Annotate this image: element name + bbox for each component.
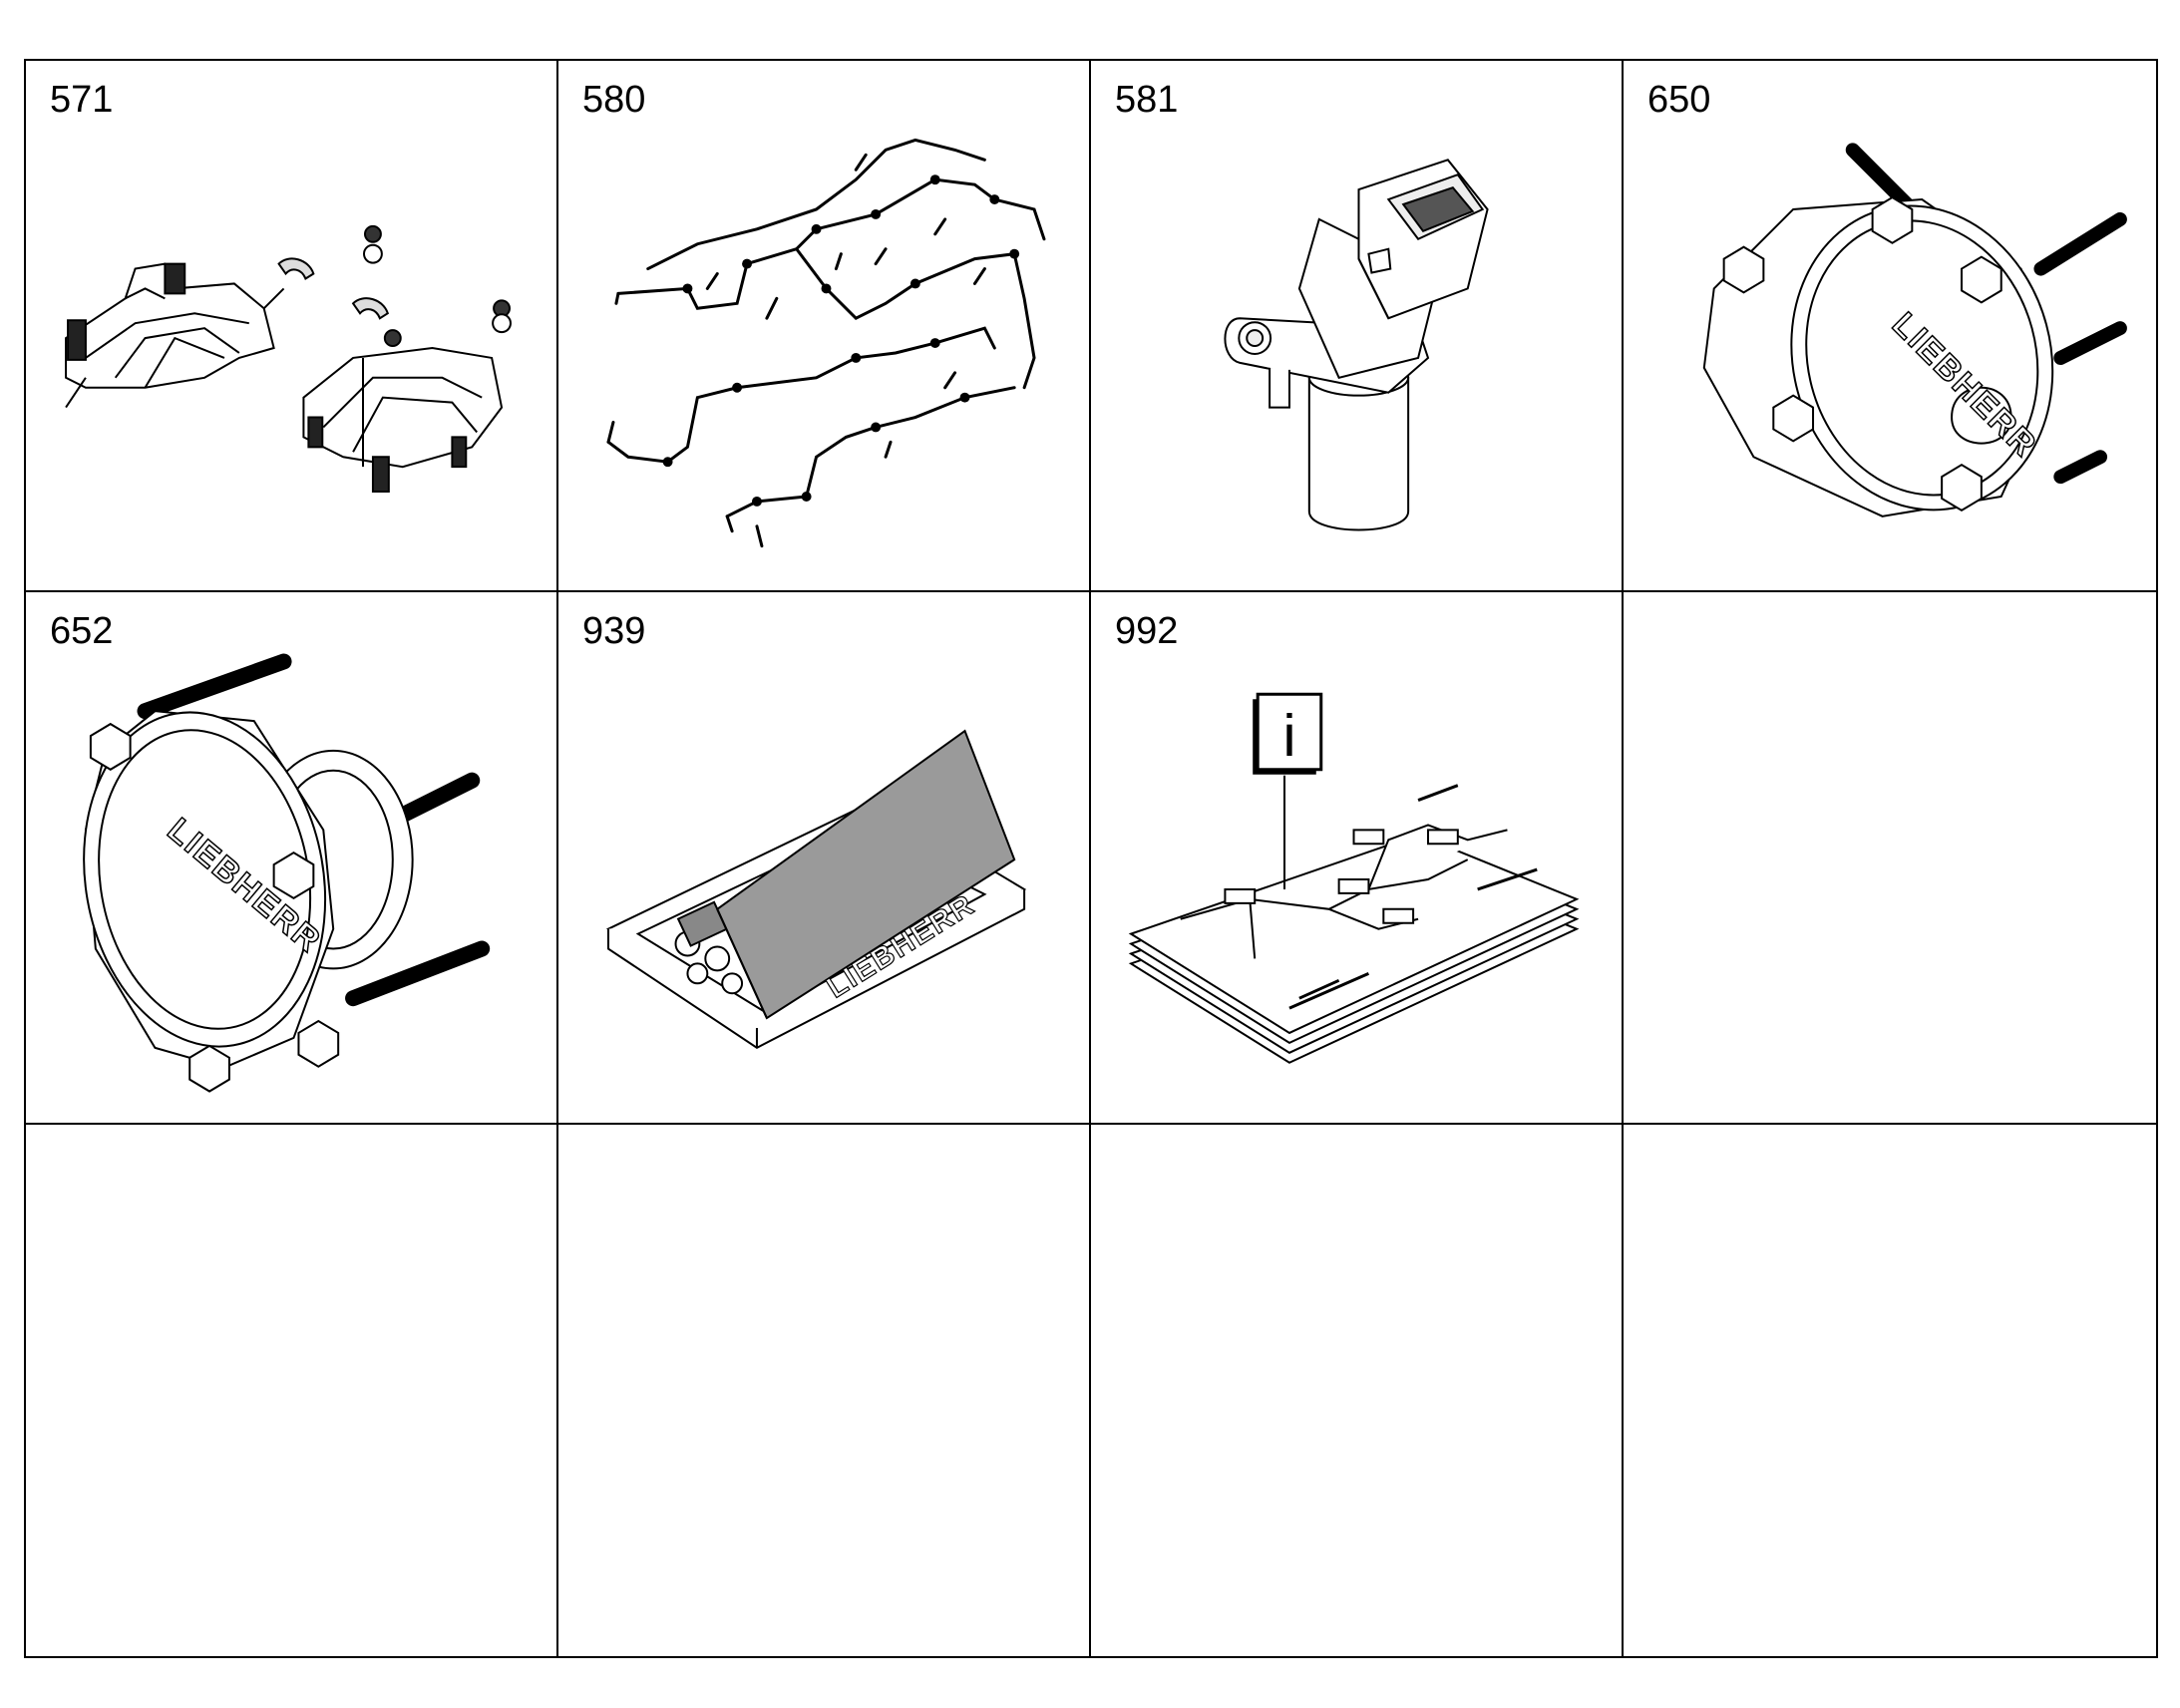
part-cell-939[interactable]: 939 LIEBHERR — [558, 592, 1091, 1125]
information-documents-icon: i — [1091, 592, 1622, 1122]
part-number: 580 — [582, 79, 646, 121]
part-cell-652[interactable]: 652 LIEBHERR — [26, 592, 558, 1125]
info-badge: i — [1282, 702, 1295, 769]
speed-sensor-icon — [1091, 61, 1622, 590]
empty-cell — [1624, 592, 2156, 1125]
part-cell-992[interactable]: 992 i — [1091, 592, 1624, 1125]
part-number: 650 — [1647, 79, 1711, 121]
mounting-bracket-set-icon — [26, 61, 556, 590]
part-number: 939 — [582, 610, 646, 653]
part-number: 652 — [50, 610, 114, 653]
wiring-harness-icon — [558, 61, 1089, 590]
part-number: 571 — [50, 79, 114, 121]
parts-grid: 571 580 — [24, 59, 2158, 1658]
empty-cell — [558, 1124, 1091, 1656]
flange-cover-icon: LIEBHERR — [26, 592, 556, 1122]
empty-cell — [1624, 1125, 2156, 1656]
spare-parts-kit-icon: LIEBHERR — [558, 592, 1089, 1122]
part-number: 992 — [1115, 610, 1179, 653]
empty-cell — [26, 1124, 558, 1656]
part-number: 581 — [1115, 79, 1179, 121]
part-cell-650[interactable]: 650 LIEBHERR — [1624, 61, 2156, 593]
part-cell-571[interactable]: 571 — [26, 61, 558, 593]
part-cell-580[interactable]: 580 — [558, 61, 1091, 593]
empty-cell — [1091, 1124, 1624, 1656]
part-cell-581[interactable]: 581 — [1091, 61, 1624, 593]
flange-cover-icon: LIEBHERR — [1624, 61, 2156, 590]
